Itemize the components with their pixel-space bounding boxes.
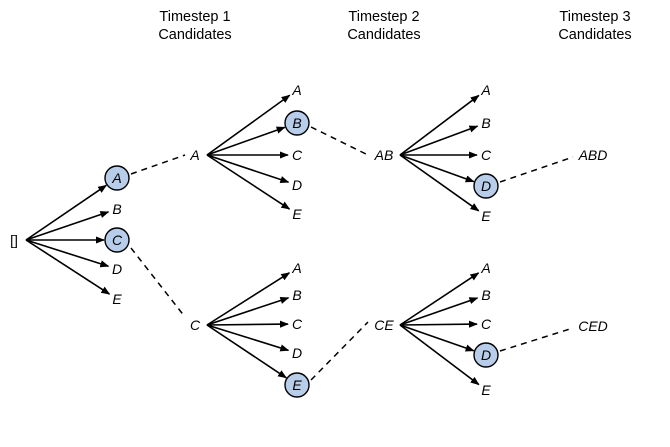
beam1-step2-candidate-d: D: [292, 177, 302, 193]
beam1-step3-selected-node-d: [473, 173, 499, 199]
beam1-step2-candidate-a: A: [291, 82, 301, 98]
beam2-dash-sequence: [310, 321, 369, 381]
beam1-step2-arrow-e: [206, 154, 291, 210]
beam2-step3-arrow-c: [399, 320, 478, 328]
beam2-step2-candidate-a: A: [291, 260, 301, 276]
beam2-step3-selected-node-d: [473, 342, 499, 368]
beam2-step2-arrow-a: [206, 272, 291, 326]
timestep-3-title: Timestep 3: [559, 9, 631, 25]
beam2-step2-arrow-d: [206, 324, 290, 352]
beam2-step3-arrow-e: [399, 324, 480, 386]
timestep-1-title: Timestep 1: [159, 9, 231, 25]
beam2-step2-arrow-c: [206, 320, 289, 328]
beam1-step3-candidate-d: D: [481, 178, 491, 194]
beam1-step2-selected-node-b: [284, 110, 310, 136]
beam1-step3-arrow-a: [399, 94, 480, 156]
beam1-step2-arrow-b: [206, 126, 286, 156]
beam2-step2-candidate-d: D: [292, 345, 302, 361]
step1-arrow-a: [25, 184, 108, 241]
timestep-1-header: Timestep 1 Candidates: [130, 8, 260, 44]
step1-candidate-b: B: [112, 201, 121, 217]
beam2-step3-candidate-b: B: [481, 287, 490, 303]
beam1-step2-arrow-a: [206, 94, 291, 156]
step1-arrow-e: [25, 239, 111, 295]
beam2-dash-result: [499, 327, 574, 352]
timestep-3-header: Timestep 3 Candidates: [530, 8, 660, 44]
step1-candidate-a: A: [111, 170, 121, 186]
beam2-step3-candidate-d: D: [481, 347, 491, 363]
step1-candidate-e: E: [112, 291, 122, 307]
beam1-step3-candidate-c: C: [481, 147, 492, 163]
beam2-prefix: C: [190, 317, 201, 333]
beam1-sequence: AB: [374, 147, 394, 163]
beam1-step2-candidate-c: C: [292, 147, 303, 163]
beam2-step3-arrow-d: [399, 324, 475, 352]
timestep-2-header: Timestep 2 Candidates: [319, 8, 449, 44]
beam2-step2-candidate-c: C: [292, 316, 303, 332]
beam2-sequence: CE: [374, 317, 394, 333]
beam1-step3-candidate-a: A: [480, 82, 490, 98]
beam1-step3-arrow-d: [399, 154, 475, 183]
root-node: []: [10, 232, 18, 248]
step1-candidate-c: C: [112, 232, 123, 248]
beam1-dash-prefix: [130, 154, 186, 175]
step1-arrow-b: [25, 211, 110, 241]
beam2-step2-candidate-e: E: [292, 377, 302, 393]
beam2-dash-prefix: [130, 247, 186, 318]
step1-selected-node-c: [104, 227, 130, 253]
beam2-step3-candidate-e: E: [481, 382, 491, 398]
beam1-step2-candidate-b: B: [292, 115, 301, 131]
beam2-step2-selected-node-e: [284, 372, 310, 398]
beam1-prefix: A: [189, 147, 199, 163]
beam1-step3-arrow-e: [399, 154, 480, 212]
beam2-step2-arrow-b: [206, 296, 290, 326]
beam2-step3-arrow-b: [399, 297, 479, 326]
step1-selected-node-a: [104, 165, 130, 191]
beam1-step3-candidate-b: B: [481, 115, 490, 131]
beam1-step3-arrow-b: [399, 125, 479, 156]
beam1-result: ABD: [578, 147, 608, 163]
step1-arrow-d: [25, 239, 110, 268]
timestep-1-subtitle: Candidates: [158, 27, 232, 43]
timestep-2-subtitle: Candidates: [347, 27, 421, 43]
step1-candidate-d: D: [112, 261, 122, 277]
beam2-step3-arrow-a: [399, 272, 480, 326]
beam2-step2-candidate-b: B: [292, 287, 301, 303]
edges-layer: [25, 94, 574, 386]
timestep-3-subtitle: Candidates: [558, 27, 632, 43]
beam1-step3-candidate-e: E: [481, 208, 491, 224]
beam1-dash-result: [499, 156, 574, 183]
beam2-step3-candidate-c: C: [481, 316, 492, 332]
beam1-dash-sequence: [310, 126, 369, 156]
beam2-step2-arrow-e: [206, 324, 287, 379]
beam1-step2-candidate-e: E: [292, 206, 302, 222]
timestep-2-title: Timestep 2: [348, 9, 420, 25]
beam2-result: CED: [578, 318, 608, 334]
beam2-step3-candidate-a: A: [480, 260, 490, 276]
beam1-step2-arrow-d: [206, 154, 290, 184]
